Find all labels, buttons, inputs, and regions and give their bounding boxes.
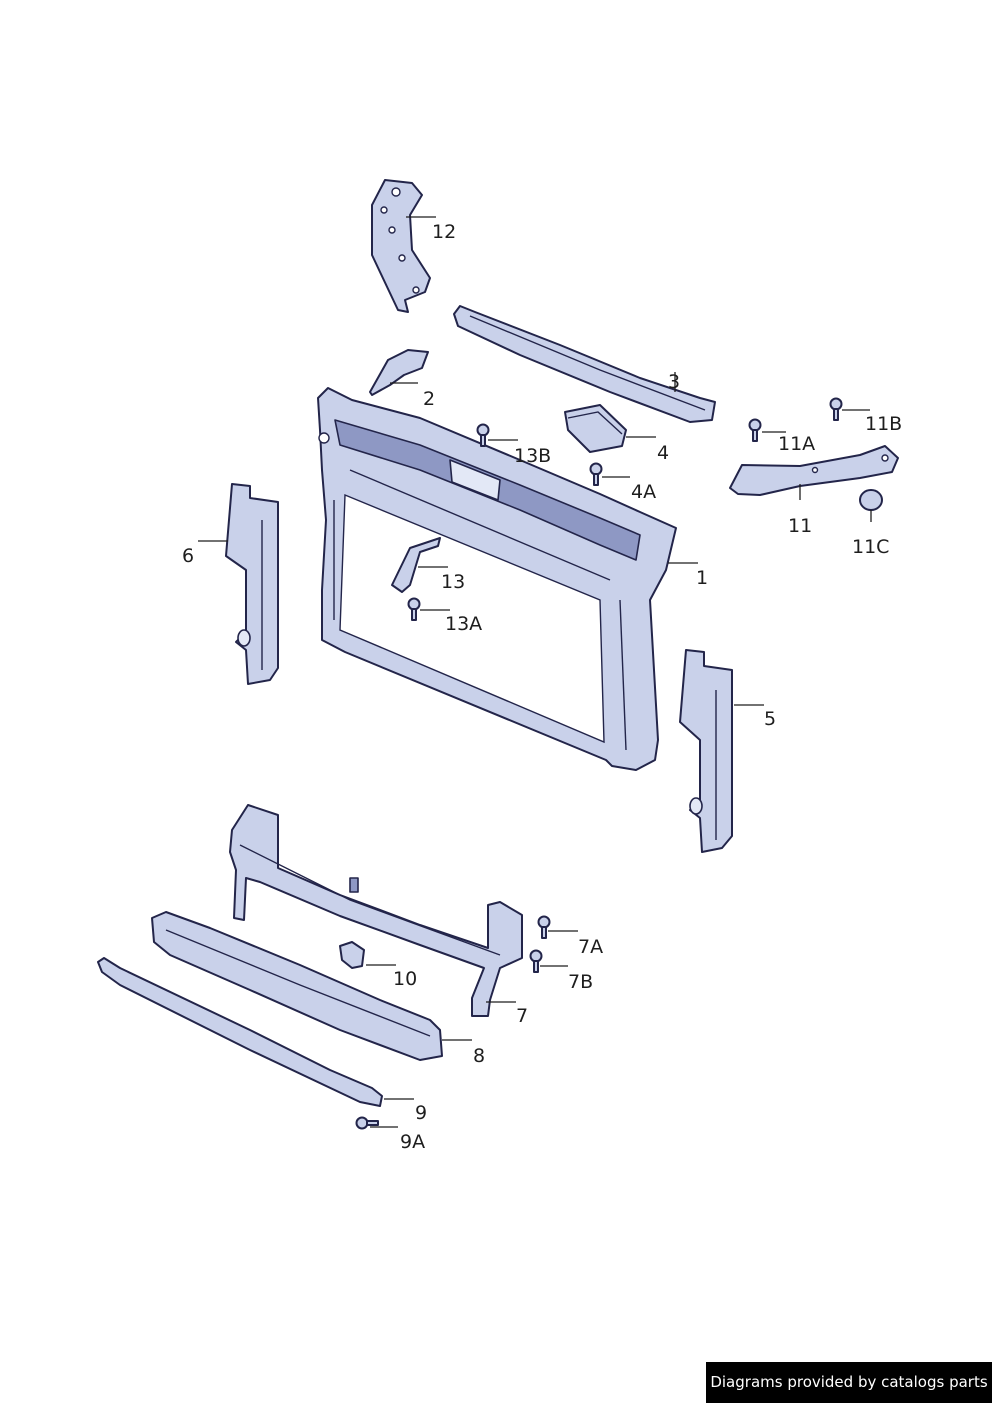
- callout-13a: 13A: [445, 613, 482, 635]
- part-10-clip: [339, 941, 365, 969]
- part-2-bracket: [369, 349, 429, 396]
- screw-13b-icon: [476, 423, 490, 447]
- part-7-bumper-carrier: [229, 804, 523, 1017]
- screw-9a-icon: [355, 1116, 379, 1130]
- screw-11b-icon: [829, 397, 843, 421]
- part-11-support: [729, 445, 899, 496]
- callout-6: 6: [182, 545, 194, 567]
- part-1-front-carrier: [317, 387, 677, 771]
- callout-7b: 7B: [568, 971, 593, 993]
- callout-2: 2: [423, 388, 435, 410]
- callout-3: 3: [668, 371, 680, 393]
- part-9-strip: [97, 957, 383, 1107]
- leader-lines: [198, 216, 872, 1128]
- part-4-block: [564, 404, 627, 453]
- screw-4a-icon: [589, 462, 603, 486]
- callout-11b: 11B: [865, 413, 902, 435]
- callout-11: 11: [788, 515, 812, 537]
- screw-7a-icon: [537, 915, 551, 939]
- part-3-crossbar: [453, 305, 716, 423]
- callout-1: 1: [696, 567, 708, 589]
- callout-12: 12: [432, 221, 456, 243]
- callout-5: 5: [764, 708, 776, 730]
- callout-9a: 9A: [400, 1131, 425, 1153]
- part-13-bracket: [391, 537, 441, 593]
- callout-4: 4: [657, 442, 669, 464]
- part-6-air-guide: [225, 483, 279, 685]
- callout-13: 13: [441, 571, 465, 593]
- callout-9: 9: [415, 1102, 427, 1124]
- screw-11a-icon: [748, 418, 762, 442]
- part-12-bracket: [371, 179, 431, 313]
- callout-labels: 1 2 3 4 4A 5 6 7 7A 7B 8 9 9A 10 11 11A …: [182, 221, 902, 1153]
- callout-8: 8: [473, 1045, 485, 1067]
- callout-7a: 7A: [578, 936, 603, 958]
- screw-7b-icon: [529, 949, 543, 973]
- callout-11a: 11A: [778, 433, 815, 455]
- part-8-absorber: [151, 911, 443, 1061]
- credit-banner: Diagrams provided by catalogs parts: [706, 1362, 992, 1403]
- screw-13a-icon: [407, 597, 421, 621]
- screws: [355, 397, 843, 1130]
- callout-7: 7: [516, 1005, 528, 1027]
- callout-11c: 11C: [852, 536, 889, 558]
- callout-10: 10: [393, 968, 417, 990]
- callout-13b: 13B: [514, 445, 551, 467]
- callout-4a: 4A: [631, 481, 656, 503]
- part-5-air-guide: [679, 649, 733, 853]
- part-11c-cap: [859, 489, 883, 511]
